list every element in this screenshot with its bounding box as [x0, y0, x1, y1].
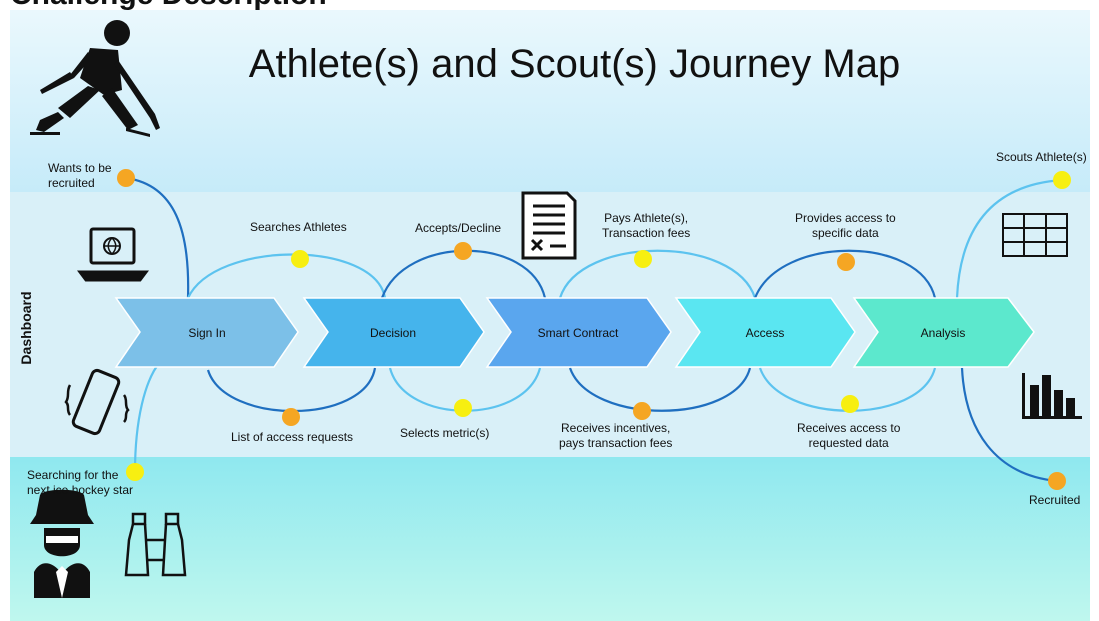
step-label-smart-contract: Smart Contract — [538, 326, 619, 340]
contract-icon — [521, 191, 577, 260]
detective-icon — [30, 489, 94, 598]
label-searching: Searching for the next ice hockey star — [27, 468, 134, 497]
dot-receives-access — [841, 395, 859, 413]
label-wants: Wants to be recruited — [48, 161, 112, 190]
step-label-analysis: Analysis — [921, 326, 966, 340]
step-decision — [302, 297, 485, 368]
dot-accepts — [454, 242, 472, 260]
dot-searches-athletes — [291, 250, 309, 268]
step-label-decision: Decision — [370, 326, 416, 340]
table-grid-icon — [1002, 213, 1068, 257]
scout-band — [10, 457, 1090, 621]
header-strip: Challenge Description — [0, 0, 1099, 10]
hockey-player-icon — [30, 20, 160, 137]
step-access — [674, 297, 856, 368]
binoculars-icon — [124, 512, 187, 577]
loop-access-top — [753, 249, 937, 299]
label-list-requests: List of access requests — [231, 430, 354, 444]
athlete-band — [10, 10, 1090, 192]
label-provides: Provides access to specific data — [795, 211, 896, 240]
loop-contract-bottom — [568, 367, 752, 412]
label-receives-incentives: Receives incentives, pays transaction fe… — [559, 421, 673, 450]
dot-recruited — [1048, 472, 1066, 490]
bar-chart-icon — [1022, 373, 1082, 419]
step-sign-in — [114, 297, 299, 368]
page-title: Athlete(s) and Scout(s) Journey Map — [248, 42, 901, 86]
label-selects: Selects metric(s) — [400, 426, 490, 440]
dot-wants — [117, 169, 135, 187]
label-searches-athletes: Searches Athletes — [250, 220, 347, 234]
laptop-icon — [77, 227, 149, 282]
dot-receives-incentives — [633, 402, 651, 420]
step-label-sign-in: Sign In — [188, 326, 225, 340]
connector-searching — [133, 361, 161, 473]
phone-icon — [64, 368, 130, 436]
label-receives-access: Receives access to requested data — [797, 421, 901, 450]
loop-signin-top — [187, 253, 387, 299]
connector-wants — [125, 176, 190, 299]
step-analysis — [852, 297, 1035, 368]
connector-recruited — [960, 367, 1058, 483]
loop-signin-bottom — [206, 367, 377, 413]
dot-scouts — [1053, 171, 1071, 189]
loop-contract-top — [558, 249, 757, 299]
dot-pays — [634, 250, 652, 268]
header-partial: Challenge Description — [10, 0, 327, 10]
connector-scouts — [955, 178, 1063, 299]
label-pays: Pays Athlete(s), Transaction fees — [602, 211, 691, 240]
label-accepts: Accepts/Decline — [415, 221, 502, 235]
dot-list-requests — [282, 408, 300, 426]
dot-provides — [837, 253, 855, 271]
step-label-access: Access — [746, 326, 785, 340]
step-smart-contract — [485, 297, 672, 368]
dot-selects — [454, 399, 472, 417]
dot-searching — [126, 463, 144, 481]
label-scouts: Scouts Athlete(s) — [996, 150, 1087, 164]
label-recruited: Recruited — [1029, 493, 1081, 507]
